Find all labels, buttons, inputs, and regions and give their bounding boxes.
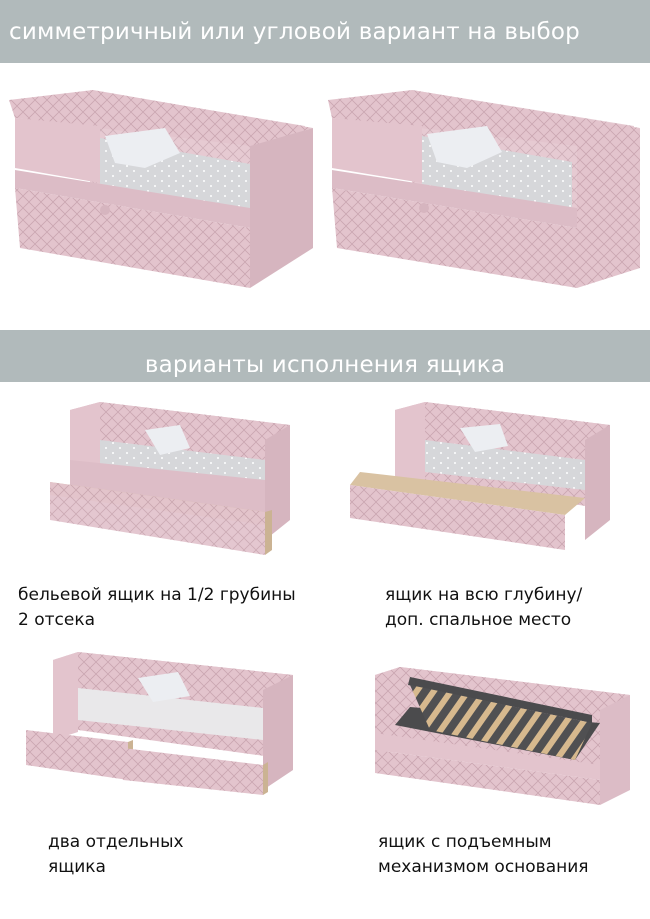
bed-image-symmetric: [5, 88, 315, 298]
caption-line: бельевой ящик на 1/2 грубины: [18, 585, 296, 605]
header-banner-variants: варианты исполнения ящика: [0, 330, 650, 382]
variant-caption-3: два отдельных ящика: [48, 830, 184, 880]
bed-image-corner: [322, 88, 642, 298]
caption-line: ящик с подъемным: [378, 832, 552, 852]
variants-title: варианты исполнения ящика: [144, 352, 506, 378]
variant-image-half-depth: [40, 400, 310, 565]
variant-image-two-drawers: [18, 650, 318, 800]
variant-caption-2: ящик на всю глубину/ доп. спальное место: [385, 583, 582, 633]
header-title: симметричный или угловой вариант на выбо…: [9, 18, 580, 45]
caption-line: доп. спальное место: [385, 610, 572, 630]
caption-line: 2 отсека: [18, 610, 96, 630]
header-banner-top: симметричный или угловой вариант на выбо…: [0, 0, 650, 63]
variant-image-full-depth: [340, 400, 620, 565]
caption-line: механизмом основания: [378, 857, 589, 877]
variant-caption-1: бельевой ящик на 1/2 грубины 2 отсека: [18, 583, 296, 633]
caption-line: два отдельных: [48, 832, 184, 852]
caption-line: ящик на всю глубину/: [385, 585, 583, 605]
caption-line: ящика: [48, 857, 106, 877]
variant-image-lift-mechanism: [370, 655, 640, 805]
variant-caption-4: ящик с подъемным механизмом основания: [378, 830, 589, 880]
